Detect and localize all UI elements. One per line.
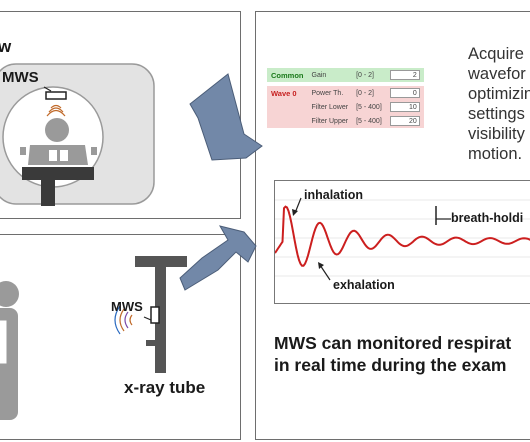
group-label xyxy=(267,114,308,128)
group-label: Wave 0 xyxy=(267,86,308,100)
range-label: [5 - 400] xyxy=(352,100,386,114)
caption: MWS can monitored respirat in real time … xyxy=(274,332,511,376)
param-label: Power Th. xyxy=(307,86,353,100)
description-line: visibility xyxy=(468,125,525,143)
description-line: optimizin xyxy=(468,85,530,103)
breath-holding-marker xyxy=(435,206,451,225)
param-label: Filter Lower xyxy=(307,100,353,114)
settings-row-wave: Wave 0 Power Th. [0 - 2] 0 xyxy=(267,86,424,100)
xray-tube-label: x-ray tube xyxy=(124,378,206,397)
respiration-waveform xyxy=(275,205,530,267)
description-line: motion. xyxy=(468,145,523,163)
power-threshold-field[interactable]: 0 xyxy=(389,88,420,98)
waveform-svg xyxy=(275,197,530,281)
settings-row-wave: Filter Lower [5 - 400] 10 xyxy=(267,100,424,114)
param-label: Filter Upper xyxy=(307,114,353,128)
gain-value-field[interactable]: 2 xyxy=(389,70,420,80)
range-label: [5 - 400] xyxy=(352,114,386,128)
range-label: [0 - 2] xyxy=(352,86,386,100)
exhalation-pointer xyxy=(318,262,331,281)
settings-table: Common Gain [0 - 2] 2 Wave 0 Power Th. [… xyxy=(267,68,424,128)
mws-sensor-xray xyxy=(143,306,160,324)
arrow-top xyxy=(189,73,263,161)
caption-line: in real time during the exam xyxy=(274,355,507,375)
patient-figure-xray xyxy=(0,281,19,420)
xray-stand xyxy=(135,256,187,373)
view-title: w xyxy=(0,37,12,56)
inhalation-pointer xyxy=(292,197,302,216)
group-label xyxy=(267,100,308,114)
description-text: Acquire wavefor optimizin settings visib… xyxy=(468,44,530,164)
settings-row-wave: Filter Upper [5 - 400] 20 xyxy=(267,114,424,128)
settings-row-common: Common Gain [0 - 2] 2 xyxy=(267,68,424,82)
rf-waves-icon xyxy=(46,104,66,117)
waveform-plot xyxy=(274,180,530,304)
range-label: [0 - 2] xyxy=(352,68,386,82)
patient-figure-mri xyxy=(20,118,97,165)
caption-line: MWS can monitored respirat xyxy=(274,333,512,353)
description-line: wavefor xyxy=(468,65,526,83)
filter-upper-field[interactable]: 20 xyxy=(389,116,420,126)
mws-sensor-mri xyxy=(43,86,67,100)
breath-holding-label: breath-holdi xyxy=(451,211,524,225)
waveform-grid xyxy=(275,199,530,277)
description-line: settings xyxy=(468,105,525,123)
inhalation-label: inhalation xyxy=(304,188,364,202)
arrow-bottom xyxy=(179,225,257,291)
mws-label-mri: MWS xyxy=(2,69,39,86)
exhalation-label: exhalation xyxy=(333,278,395,292)
mws-label-xray: MWS xyxy=(111,299,143,314)
filter-lower-field[interactable]: 10 xyxy=(389,102,420,112)
description-line: Acquire xyxy=(468,45,524,63)
patient-table xyxy=(22,167,94,206)
rf-waves-xray-icon xyxy=(114,305,133,335)
param-label: Gain xyxy=(307,68,353,82)
group-label: Common xyxy=(267,68,308,82)
